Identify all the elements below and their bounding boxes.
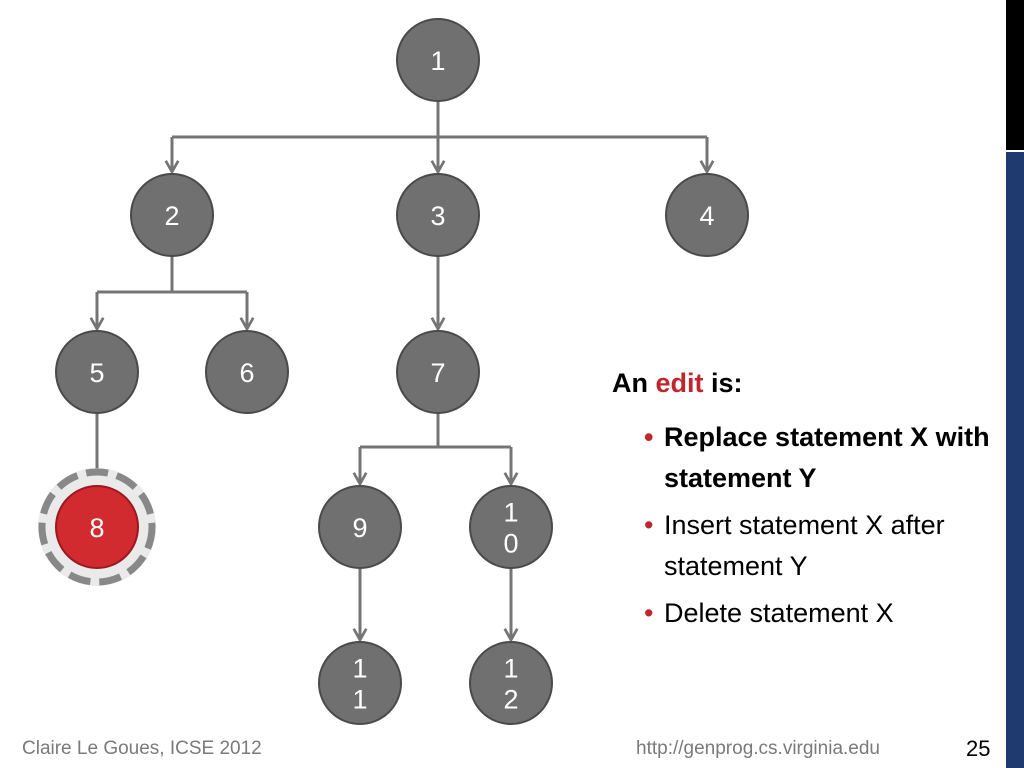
node-circle bbox=[318, 641, 402, 725]
node-circle bbox=[665, 173, 749, 257]
tree-node-3: 3 bbox=[396, 173, 480, 257]
node-label: 1 bbox=[503, 654, 518, 684]
node-label: 2 bbox=[164, 201, 179, 231]
bullet-replace: • Replace statement X with statement Y bbox=[644, 417, 992, 499]
tree-node-9: 9 bbox=[318, 485, 402, 569]
page-number: 25 bbox=[966, 736, 991, 761]
tree-node-11: 11 bbox=[318, 641, 402, 725]
node-label: 2 bbox=[503, 685, 518, 715]
heading-pre: An bbox=[612, 368, 656, 398]
node-circle bbox=[130, 173, 214, 257]
tree-node-1: 1 bbox=[396, 18, 480, 102]
edges-layer bbox=[97, 101, 707, 640]
node-label: 6 bbox=[239, 358, 254, 388]
side-bar-top bbox=[1006, 0, 1024, 150]
heading-accent: edit bbox=[655, 368, 704, 398]
node-label: 7 bbox=[430, 358, 445, 388]
node-circle bbox=[205, 330, 289, 414]
tree-node-8: 8 bbox=[38, 468, 156, 586]
bullet-insert: • Insert statement X after statement Y bbox=[644, 505, 992, 587]
bullet-text: Delete statement X bbox=[664, 598, 894, 628]
node-circle bbox=[469, 641, 553, 725]
node-label: 9 bbox=[352, 513, 367, 543]
node-circle bbox=[469, 485, 553, 569]
bullet-text: Insert statement X after statement Y bbox=[664, 510, 945, 581]
node-circle bbox=[318, 485, 402, 569]
node-label: 4 bbox=[699, 201, 714, 231]
bullet-dot: • bbox=[644, 510, 654, 540]
bullet-dot: • bbox=[644, 598, 654, 628]
panel-heading: An edit is: bbox=[612, 368, 992, 399]
footer-url[interactable]: http://genprog.cs.virginia.edu bbox=[636, 738, 880, 759]
footer-author: Claire Le Goues, ICSE 2012 bbox=[22, 738, 262, 759]
side-bar-bottom bbox=[1006, 152, 1024, 768]
edit-definition-panel: An edit is: • Replace statement X with st… bbox=[612, 368, 992, 640]
tree-node-7: 7 bbox=[396, 330, 480, 414]
tree-node-12: 12 bbox=[469, 641, 553, 725]
node-circle bbox=[396, 173, 480, 257]
tree-node-5: 5 bbox=[55, 330, 139, 414]
bullet-delete: • Delete statement X bbox=[644, 593, 992, 634]
edit-bullet-list: • Replace statement X with statement Y • I… bbox=[612, 417, 992, 634]
node-circle bbox=[396, 330, 480, 414]
bullet-dot: • bbox=[644, 422, 654, 452]
tree-node-10: 10 bbox=[469, 485, 553, 569]
node-label: 1 bbox=[430, 46, 445, 76]
node-label: 8 bbox=[89, 513, 104, 543]
tree-node-6: 6 bbox=[205, 330, 289, 414]
tree-node-4: 4 bbox=[665, 173, 749, 257]
node-dashed-ring bbox=[38, 468, 156, 586]
node-label: 1 bbox=[503, 498, 518, 528]
node-circle bbox=[396, 18, 480, 102]
node-label: 3 bbox=[430, 201, 445, 231]
node-label: 5 bbox=[89, 358, 104, 388]
tree-node-2: 2 bbox=[130, 173, 214, 257]
node-label: 0 bbox=[503, 529, 518, 559]
node-label: 1 bbox=[352, 685, 367, 715]
node-label: 1 bbox=[352, 654, 367, 684]
node-circle bbox=[55, 485, 139, 569]
node-circle bbox=[55, 330, 139, 414]
heading-post: is: bbox=[703, 368, 743, 398]
bullet-text: Replace statement X with statement Y bbox=[664, 422, 990, 493]
